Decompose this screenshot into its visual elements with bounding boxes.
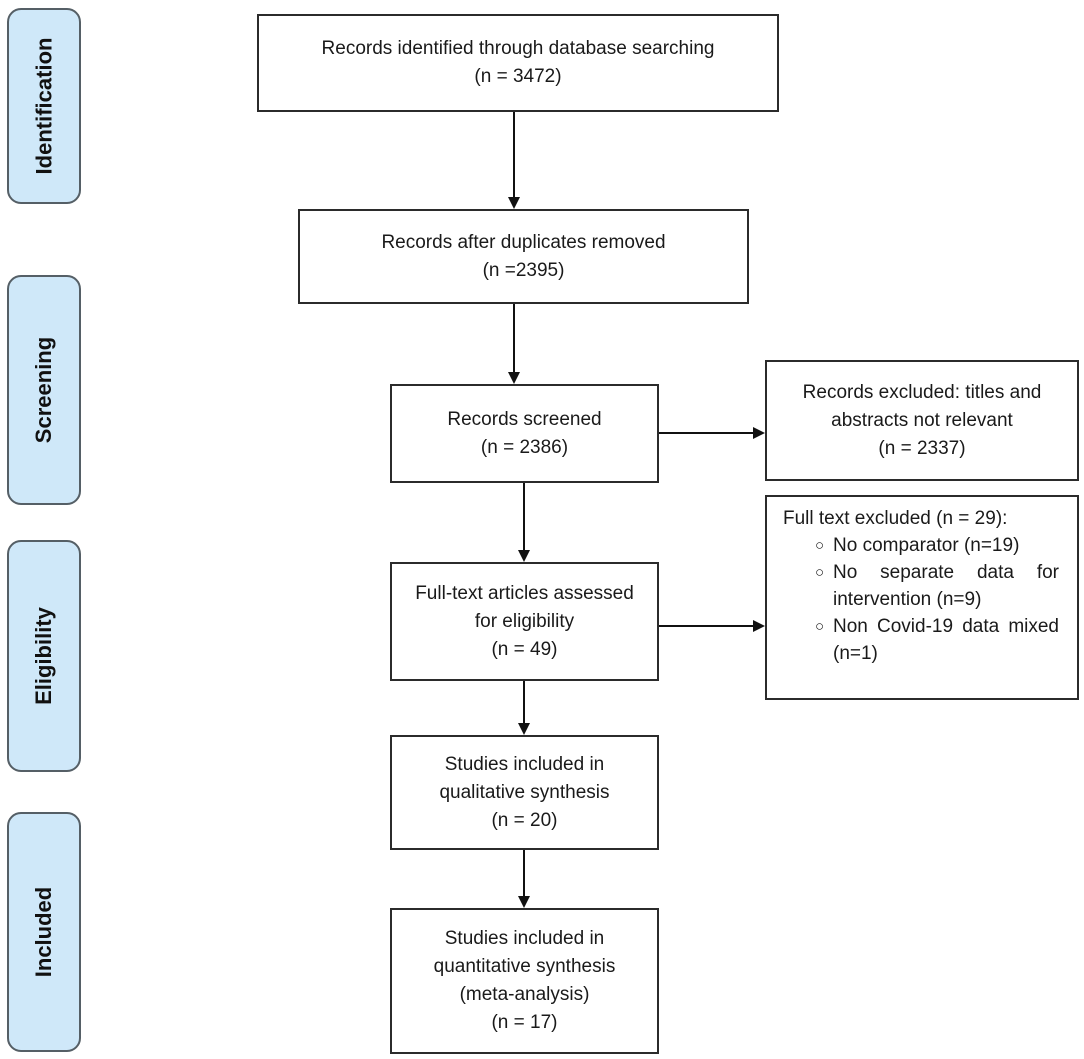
stage-label-identification: Identification — [31, 37, 57, 175]
fulltext-excluded-title: Full text excluded (n = 29): — [783, 508, 1008, 529]
records-identified-title: Records identified through database sear… — [321, 38, 715, 59]
qualitative-count: (n = 20) — [491, 809, 558, 831]
fulltext-count: (n = 49) — [491, 638, 558, 660]
box-fulltext-assessed: Full-text articles assessed for eligibil… — [390, 562, 659, 681]
box-records-screened: Records screened (n = 2386) — [390, 384, 659, 483]
stage-label-screening: Screening — [31, 336, 56, 444]
quantitative-count: (n = 17) — [491, 1012, 558, 1033]
records-excluded-count: (n = 2337) — [878, 437, 966, 459]
records-screened-count: (n = 2386) — [480, 436, 569, 458]
exclusion-reason: ○ Non Covid-19 data mixed (n=1) — [783, 613, 1059, 667]
qualitative-line2: qualitative synthesis — [439, 781, 610, 803]
fulltext-line1: Full-text articles assessed — [415, 582, 634, 604]
circle-bullet-icon: ○ — [815, 564, 825, 581]
exclusion-reasons-list: ○ No comparator (n=19) ○ No separate dat… — [783, 532, 1059, 667]
box-records-deduplicated: Records after duplicates removed (n =239… — [298, 209, 749, 304]
stage-tab-identification: Identification — [7, 8, 81, 204]
box-records-identified: Records identified through database sear… — [257, 14, 779, 112]
box-quantitative-synthesis: Studies included in quantitative synthes… — [390, 908, 659, 1054]
quantitative-line2: quantitative synthesis — [433, 956, 616, 977]
stage-tab-eligibility: Eligibility — [7, 540, 81, 772]
exclusion-reason: ○ No separate data for intervention (n=9… — [783, 559, 1059, 613]
records-deduplicated-title: Records after duplicates removed — [381, 231, 666, 253]
records-excluded-line2: abstracts not relevant — [831, 409, 1013, 431]
records-excluded-line1: Records excluded: titles and — [802, 381, 1042, 403]
box-records-excluded: Records excluded: titles and abstracts n… — [765, 360, 1079, 481]
quantitative-line3: (meta-analysis) — [459, 984, 590, 1005]
circle-bullet-icon: ○ — [815, 537, 825, 554]
quantitative-line1: Studies included in — [444, 928, 605, 949]
box-fulltext-excluded: Full text excluded (n = 29): ○ No compar… — [765, 495, 1079, 700]
exclusion-reason: ○ No comparator (n=19) — [783, 532, 1059, 559]
stage-label-eligibility: Eligibility — [31, 607, 57, 705]
box-qualitative-synthesis: Studies included in qualitative synthesi… — [390, 735, 659, 850]
records-screened-title: Records screened — [447, 408, 602, 430]
fulltext-line2: for eligibility — [474, 610, 575, 632]
records-deduplicated-count: (n =2395) — [482, 259, 565, 281]
qualitative-line1: Studies included in — [444, 753, 605, 775]
circle-bullet-icon: ○ — [815, 618, 825, 635]
records-identified-count: (n = 3472) — [474, 66, 562, 87]
stage-tab-included: Included — [7, 812, 81, 1052]
stage-label-included: Included — [31, 886, 57, 978]
stage-tab-screening: Screening — [7, 275, 81, 505]
